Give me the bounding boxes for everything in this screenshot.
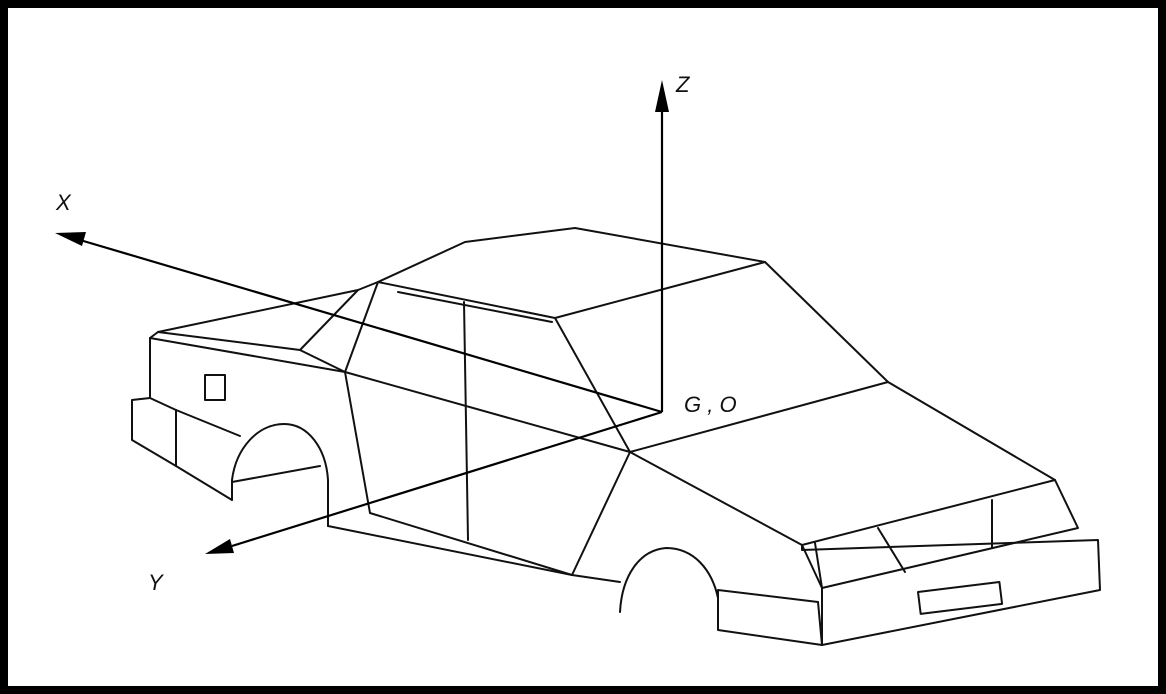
car-cabin	[299, 227, 889, 453]
y-axis-arrowhead	[205, 539, 234, 554]
z-axis	[655, 80, 669, 412]
car-front	[619, 381, 1101, 646]
y-axis	[205, 410, 663, 554]
x-axis	[55, 232, 663, 414]
car-wireframe	[131, 227, 1101, 646]
license-plate	[917, 581, 1004, 615]
car-side	[149, 301, 631, 583]
car-rear	[131, 289, 359, 527]
z-axis-arrowhead	[655, 80, 669, 112]
rear-wheel-arch	[231, 423, 329, 527]
front-wheel-arch	[619, 547, 719, 613]
y-axis-label: Y	[148, 570, 164, 595]
x-axis-arrowhead	[55, 232, 86, 246]
z-axis-label: Z	[675, 72, 691, 97]
x-axis-label: X	[55, 190, 72, 215]
origin-label: G , O	[684, 392, 737, 417]
rear-lamp	[204, 374, 226, 401]
coordinate-axes	[55, 80, 669, 554]
door-divider	[463, 301, 469, 541]
